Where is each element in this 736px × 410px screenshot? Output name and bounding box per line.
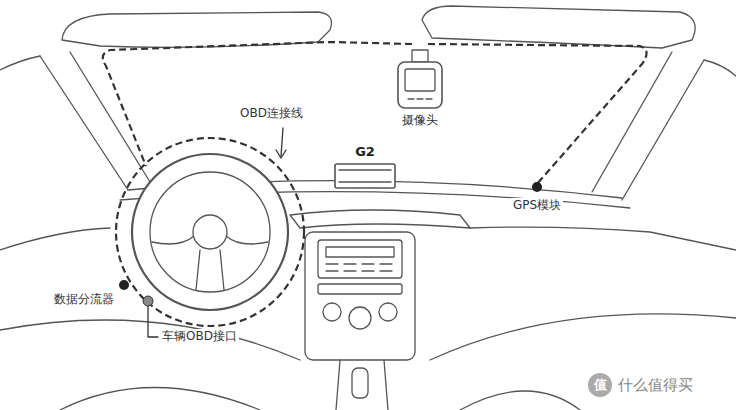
steering-hub (193, 215, 227, 249)
camera-label: 摄像头 (400, 113, 440, 127)
wire-loop (116, 138, 304, 326)
arrowhead (276, 150, 286, 158)
obd-port-dot (143, 296, 153, 306)
watermark: 什么值得买 (616, 376, 695, 394)
steering-wheel-inner (150, 172, 270, 292)
wire (428, 44, 647, 184)
control-knob (349, 307, 371, 329)
steering-wheel (132, 154, 288, 310)
seat-top (60, 388, 260, 410)
sun-visor (62, 12, 332, 47)
g2-device (335, 164, 395, 188)
door-frame (704, 60, 736, 76)
g2-device-detail (339, 170, 391, 182)
camera-screen (405, 69, 435, 91)
air-vent (290, 210, 470, 228)
seat-top (460, 391, 580, 410)
device-label: G2 (353, 144, 377, 160)
gear-shift (352, 368, 368, 398)
leader-arrow (281, 128, 283, 156)
camera-mount (412, 50, 428, 62)
watermark-logo-text: 值 (592, 377, 609, 393)
dashboard-left (0, 228, 110, 250)
wire-label: OBD连接线 (238, 106, 305, 120)
door-frame (0, 56, 40, 70)
camera (398, 62, 442, 108)
radio-display (326, 247, 394, 257)
a-pillar (40, 56, 128, 190)
radio-panel (318, 240, 402, 278)
control-knob (323, 303, 341, 321)
gps-label: GPS模块 (511, 198, 563, 212)
dashboard-right (470, 227, 736, 250)
a-pillar (592, 52, 672, 192)
control-knob (379, 303, 397, 321)
watermark-logo (588, 373, 612, 397)
obd-port-label: 车辆OBD接口 (160, 329, 239, 343)
sun-visor (422, 6, 695, 48)
dashboard-lower (0, 320, 300, 360)
radio-buttons (326, 264, 392, 271)
a-pillar (70, 52, 150, 182)
center-console (305, 232, 415, 360)
a-pillar (622, 60, 704, 200)
splitter-label: 数据分流器 (52, 292, 116, 306)
gear-tunnel (336, 360, 388, 410)
control-strip (318, 284, 402, 294)
splitter-dot (119, 280, 129, 290)
camera-buttons (408, 98, 432, 99)
gps-dot (532, 182, 542, 192)
dashboard-lower (430, 314, 736, 360)
wire (103, 42, 412, 166)
